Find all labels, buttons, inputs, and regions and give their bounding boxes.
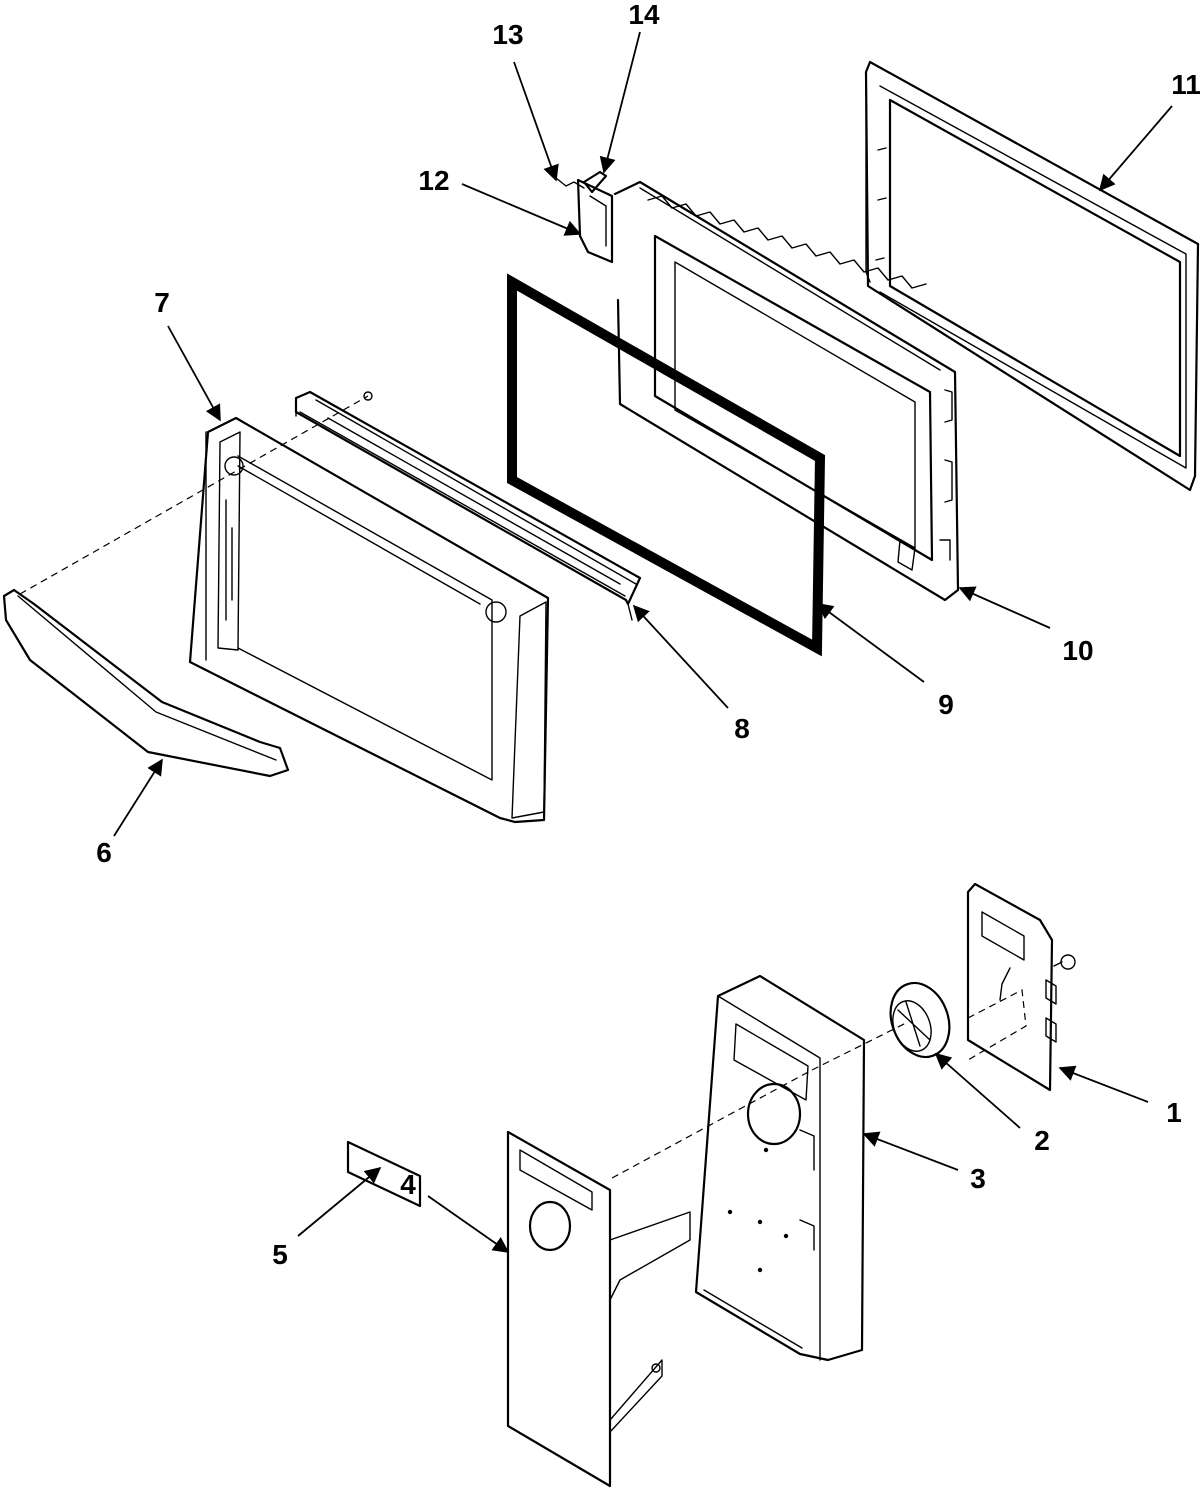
part-7-door-front	[188, 416, 550, 824]
part-12-hinge	[576, 178, 614, 264]
callout-13: 13	[492, 19, 523, 50]
part-10-door-panel	[613, 180, 960, 602]
callout-7: 7	[154, 287, 170, 318]
part-3-control-housing	[694, 974, 866, 1362]
callout-labels: 1 2 3 4 5 6 7 8 9 10 11 12 13 14	[96, 0, 1200, 1270]
callout-2: 2	[1034, 1125, 1050, 1156]
callout-3: 3	[970, 1163, 986, 1194]
callout-5: 5	[272, 1239, 288, 1270]
callout-6: 6	[96, 837, 112, 868]
callout-9: 9	[938, 689, 954, 720]
part-1-control-board	[966, 882, 1076, 1092]
part-9-glass-gasket	[507, 273, 826, 657]
callout-10: 10	[1062, 635, 1093, 666]
part-5-label	[346, 1140, 422, 1208]
part-4-control-overlay	[506, 1130, 691, 1488]
part-14-latch	[582, 170, 608, 194]
part-13-spring	[555, 177, 585, 189]
callout-12: 12	[418, 165, 449, 196]
assembly-lines	[19, 395, 1027, 1179]
part-8-top-rail	[294, 390, 642, 621]
part-11-door-frame	[864, 60, 1200, 492]
callout-8: 8	[734, 713, 750, 744]
leader-lines	[113, 31, 1173, 1253]
callout-11: 11	[1171, 69, 1200, 100]
part-6-handle	[2, 588, 290, 778]
part-2-knob	[889, 981, 951, 1059]
callout-14: 14	[628, 0, 660, 30]
callout-4: 4	[400, 1169, 416, 1200]
callout-1: 1	[1166, 1097, 1182, 1128]
